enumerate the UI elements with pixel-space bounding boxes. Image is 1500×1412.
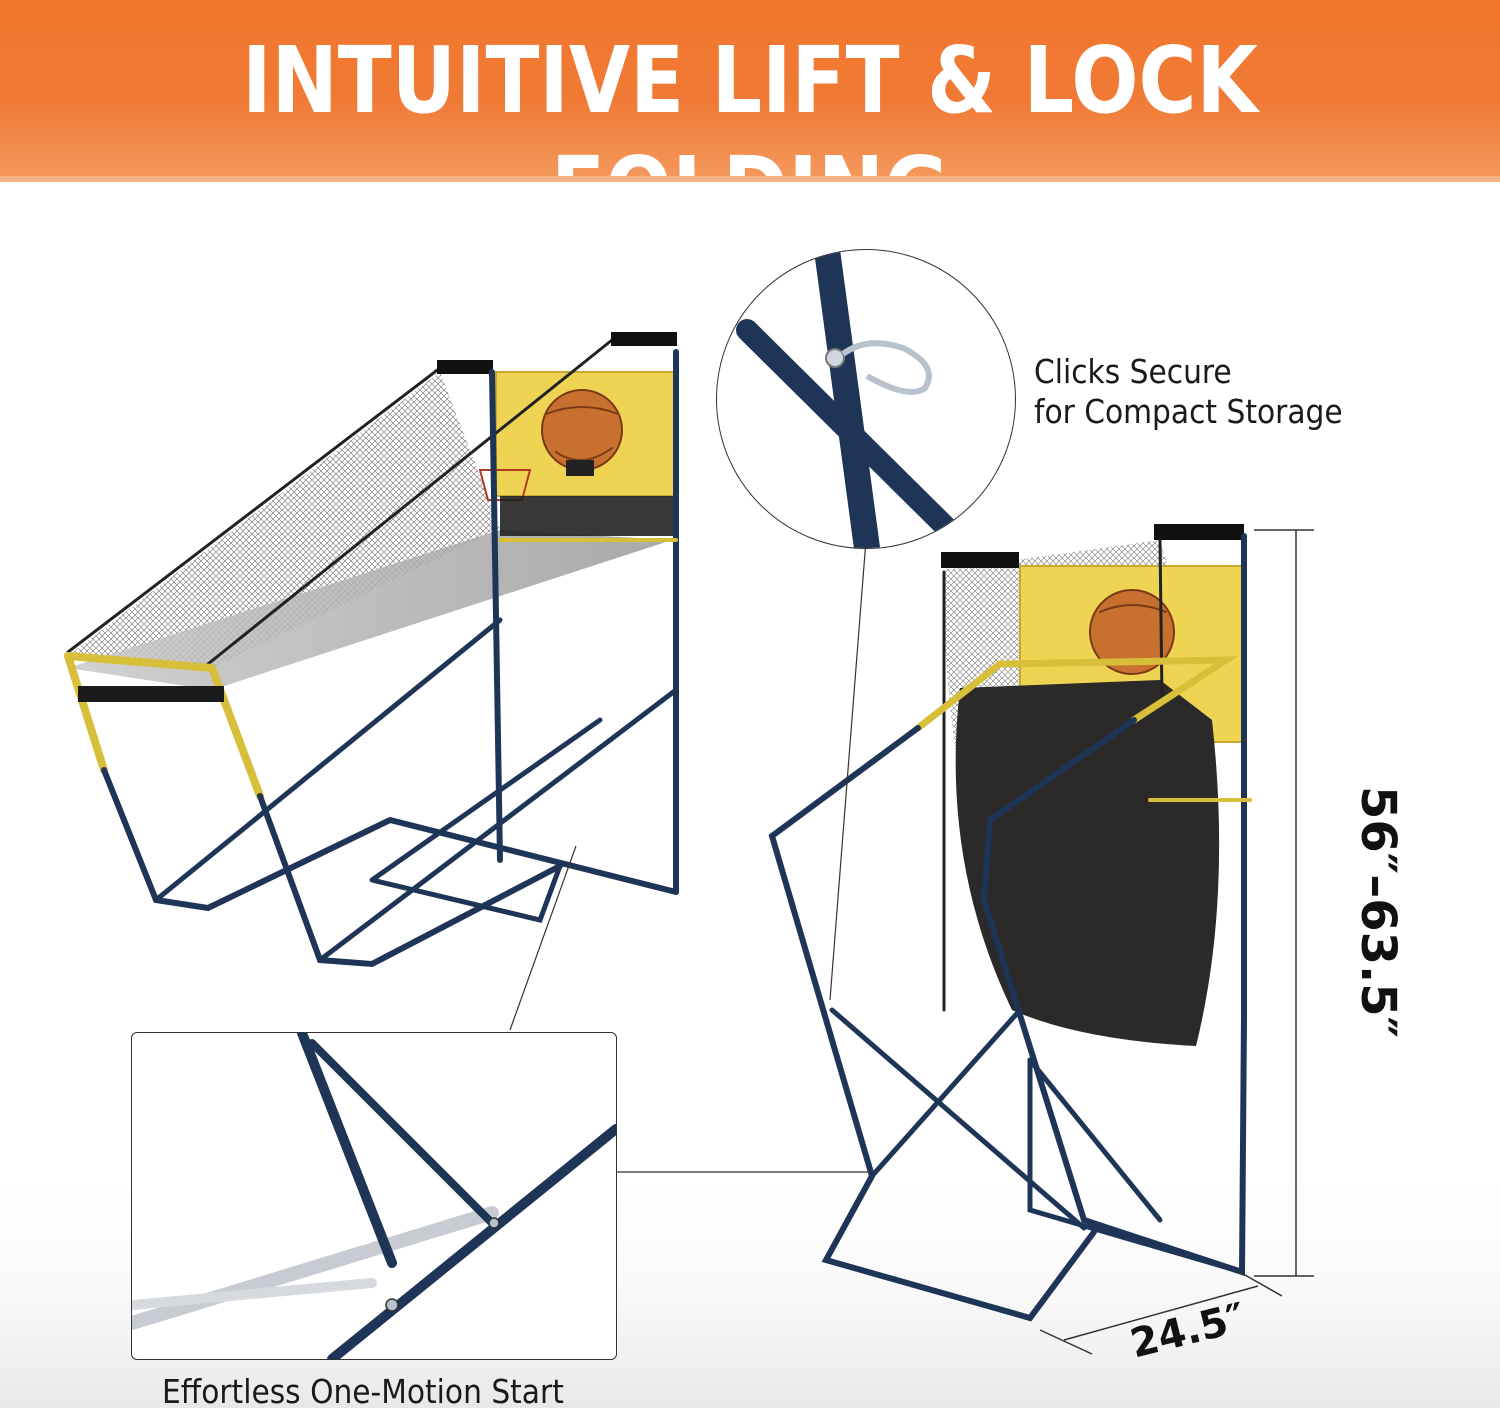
caption-clicks-line2: for Compact Storage — [1034, 392, 1343, 431]
brace-illustration — [132, 1033, 616, 1359]
leader-lines — [509, 539, 868, 1173]
caption-clicks-line1: Clicks Secure — [1034, 352, 1232, 391]
unfolded-machine — [64, 332, 679, 968]
caption-clicks-secure: Clicks Secure for Compact Storage — [1034, 352, 1343, 432]
height-dimension-label: 56″–63.5″ — [1350, 786, 1406, 1039]
caption-effortless-start: Effortless One-Motion Start — [162, 1372, 564, 1411]
folded-machine — [768, 524, 1252, 1322]
lock-detail-inset — [716, 249, 1016, 549]
product-illustration — [0, 332, 1500, 1408]
dimension-lines — [1039, 529, 1314, 1355]
lock-pin-illustration — [736, 250, 978, 548]
start-detail-inset — [131, 1032, 617, 1360]
banner-title: INTUITIVE LIFT & LOCK FOLDING — [242, 27, 1258, 182]
title-banner: INTUITIVE LIFT & LOCK FOLDING — [0, 0, 1500, 182]
